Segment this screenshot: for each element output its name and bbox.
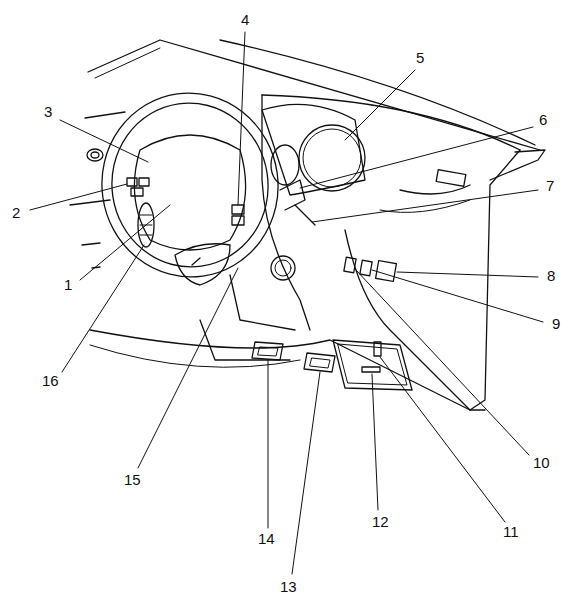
callout-number: 14 [257,531,276,547]
callout-number: 8 [546,268,556,284]
callout-number: 3 [43,104,53,120]
callout-number: 1 [63,277,73,293]
callout-number: 12 [371,514,390,530]
callout-number: 5 [415,50,425,66]
callout-number: 15 [123,472,142,488]
callout-number: 6 [538,112,548,128]
callout-number: 2 [11,205,21,221]
callout-number: 7 [545,178,555,194]
callout-number: 11 [502,524,520,540]
callout-number: 9 [551,316,561,332]
callout-number: 16 [41,373,60,389]
callout-number: 4 [240,12,250,28]
callout-number: 13 [279,579,298,595]
callout-number: 10 [532,455,551,471]
